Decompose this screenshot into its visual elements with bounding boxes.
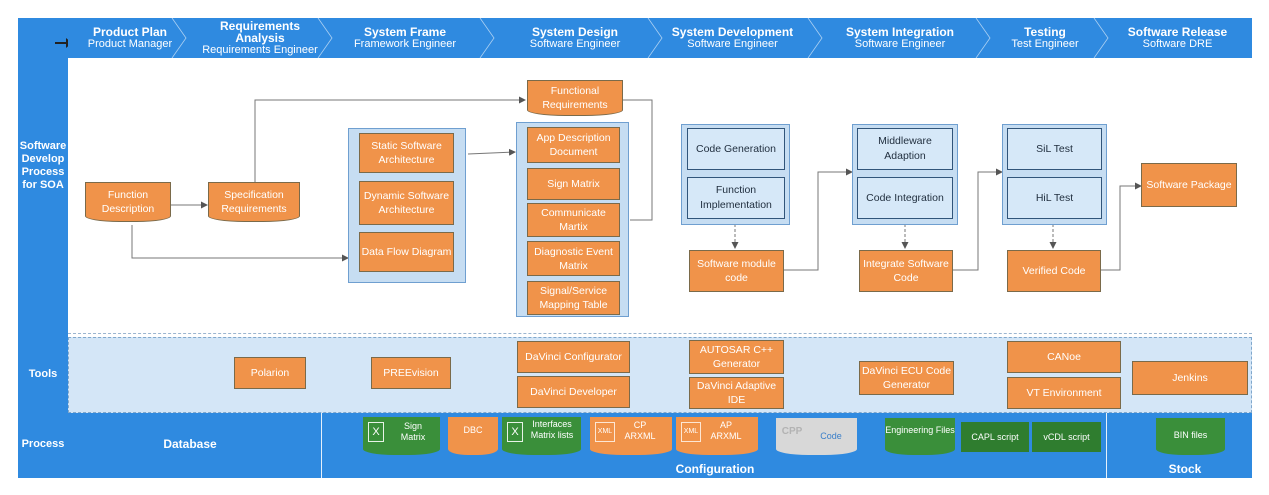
- item-label: Code: [820, 431, 842, 441]
- tool-davinci-configurator: DaVinci Configurator: [517, 341, 630, 373]
- phase-title: Product Plan: [92, 24, 167, 39]
- phase-role: Product Manager: [87, 37, 173, 50]
- tool-vt-environment: VT Environment: [1007, 377, 1121, 409]
- stock-label: Stock: [1168, 462, 1202, 476]
- process-divider: [1106, 413, 1107, 478]
- tool-canoe: CANoe: [1007, 341, 1121, 373]
- phase-title: Testing: [1024, 24, 1066, 39]
- phase-software-release: Software Release Software DRE: [1115, 18, 1240, 58]
- process-engineering-files: Engineering Files: [885, 418, 955, 455]
- phase-header-bar: [68, 18, 1252, 58]
- integrate-software-code: Integrate Software Code: [859, 250, 953, 292]
- phase-title: System Frame: [363, 24, 447, 39]
- function-description: Function Description: [85, 182, 171, 222]
- cpp-icon: CPP: [781, 426, 803, 437]
- phase-role: Software Engineer: [529, 37, 621, 50]
- phase-chevrons: [171, 18, 1109, 58]
- tool-davinci-adaptive-ide: DaVinci Adaptive IDE: [689, 377, 784, 409]
- sign-matrix: Sign Matrix: [527, 168, 620, 200]
- software-package: Software Package: [1141, 163, 1237, 207]
- phase-title: System Integration: [845, 24, 955, 39]
- header-arrow-icon: [55, 42, 69, 44]
- phase-requirements: Requirements Analysis Requirements Engin…: [190, 18, 330, 58]
- phase-role: Software DRE: [1142, 37, 1213, 50]
- hil-test: HiL Test: [1007, 177, 1102, 219]
- phase-title: System Development: [671, 24, 794, 39]
- function-implementation: Function Implementation: [687, 177, 785, 219]
- process-ap-arxml: XML AP ARXML: [676, 417, 758, 455]
- item-label: Interfaces Matrix lists: [530, 419, 574, 440]
- row-label-process: Process: [21, 438, 65, 450]
- process-sign-matrix: X Sign Matrix: [363, 417, 440, 455]
- phase-role: Framework Engineer: [353, 37, 457, 50]
- code-generation: Code Generation: [687, 128, 785, 170]
- specification-requirements: Specification Requirements: [208, 182, 300, 222]
- tool-polarion: Polarion: [234, 357, 306, 389]
- functional-requirements: Functional Requirements: [527, 80, 623, 116]
- process-interfaces: X Interfaces Matrix lists: [502, 417, 581, 455]
- process-divider: [321, 413, 322, 478]
- phase-title: System Design: [531, 24, 619, 39]
- verified-code: Verified Code: [1007, 250, 1101, 292]
- diagnostic-event-matrix: Diagnostic Event Matrix: [527, 241, 620, 276]
- phase-role: Software Engineer: [687, 37, 778, 50]
- communicate-matrix: Communicate Martix: [527, 203, 620, 237]
- tool-jenkins: Jenkins: [1132, 361, 1248, 395]
- dynamic-architecture: Dynamic Software Architecture: [359, 181, 454, 225]
- process-capl-script: CAPL script: [961, 422, 1029, 452]
- tool-davinci-developer: DaVinci Developer: [517, 376, 630, 408]
- phase-system-integration: System Integration Software Engineer: [835, 18, 965, 58]
- item-label: Engineering Files: [885, 425, 955, 435]
- tool-autosar-generator: AUTOSAR C++ Generator: [689, 340, 784, 374]
- software-module-code: Software module code: [689, 250, 784, 292]
- excel-icon: X: [368, 422, 384, 442]
- row-label-tools: Tools: [28, 368, 58, 380]
- tool-preevision: PREEvision: [371, 357, 451, 389]
- process-dbc: DBC: [448, 417, 498, 455]
- phase-role: Software Engineer: [854, 37, 946, 50]
- left-column: [18, 18, 68, 478]
- phase-title: Software Release: [1127, 24, 1228, 39]
- process-code: CPP Code: [776, 418, 857, 455]
- middleware-adaption: Middleware Adaption: [857, 128, 953, 170]
- process-bin-files: BIN files: [1156, 418, 1225, 455]
- xml-icon: XML: [595, 422, 615, 442]
- excel-icon: X: [507, 422, 523, 442]
- item-label: DBC: [463, 425, 483, 435]
- phase-title: Requirements Analysis: [219, 18, 301, 45]
- phase-role: Test Engineer: [1011, 37, 1079, 50]
- row-label-soa: Software Develop Process for SOA: [19, 140, 67, 191]
- phase-role: Requirements Engineer: [202, 43, 318, 56]
- signal-service-mapping: Signal/Service Mapping Table: [527, 281, 620, 315]
- item-label: CP ARXML: [624, 420, 656, 441]
- item-label: Sign Matrix: [400, 421, 426, 442]
- phase-system-development: System Development Software Engineer: [665, 18, 800, 58]
- database-label: Database: [163, 437, 217, 451]
- sil-test: SiL Test: [1007, 128, 1102, 170]
- divider: [68, 333, 1252, 335]
- static-architecture: Static Software Architecture: [359, 133, 454, 173]
- app-description-document: App Description Document: [527, 127, 620, 163]
- code-integration: Code Integration: [857, 177, 953, 219]
- xml-icon: XML: [681, 422, 701, 442]
- tool-davinci-ecu-generator: DaVinci ECU Code Generator: [859, 361, 954, 395]
- item-label: AP ARXML: [710, 420, 742, 441]
- data-flow-diagram: Data Flow Diagram: [359, 232, 454, 272]
- phase-testing: Testing Test Engineer: [1000, 18, 1090, 58]
- item-label: BIN files: [1173, 430, 1208, 440]
- phase-system-design: System Design Software Engineer: [510, 18, 640, 58]
- configuration-label: Configuration: [675, 462, 755, 476]
- process-cp-arxml: XML CP ARXML: [590, 417, 672, 455]
- phase-system-frame: System Frame Framework Engineer: [340, 18, 470, 58]
- phase-product-plan: Product Plan Product Manager: [80, 18, 180, 58]
- process-vcdl-script: vCDL script: [1032, 422, 1101, 452]
